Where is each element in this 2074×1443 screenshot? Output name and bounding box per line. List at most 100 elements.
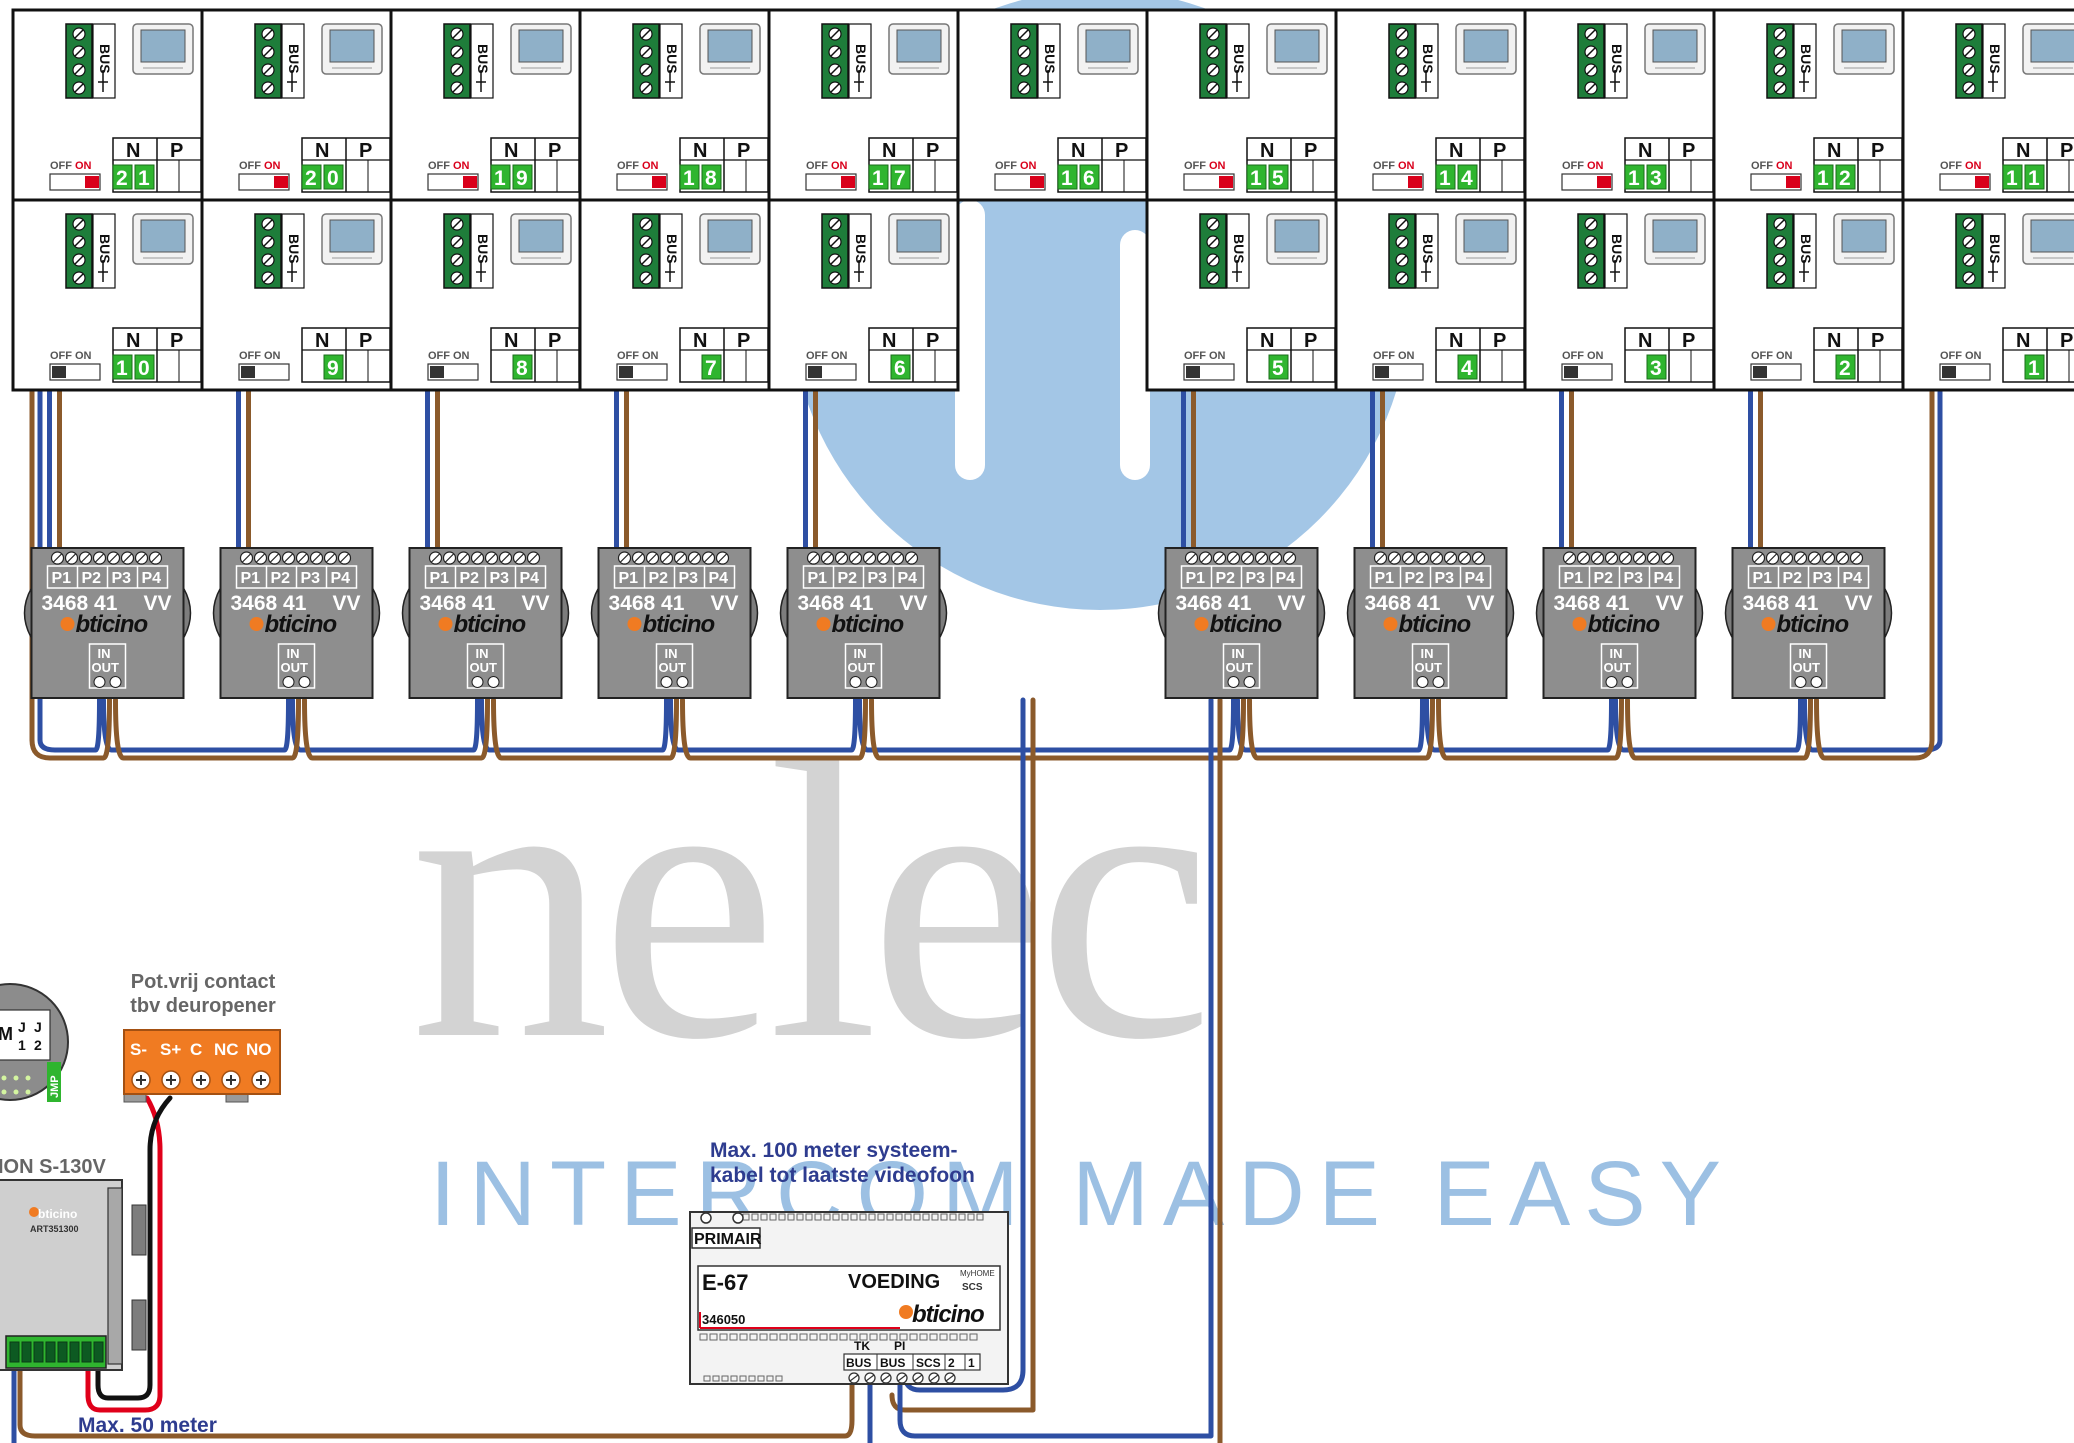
distributor-screw-slot	[1201, 553, 1210, 563]
supply-vent	[748, 1375, 756, 1382]
supply-vent	[787, 1213, 795, 1221]
jumper-1: 1	[18, 1037, 26, 1053]
terminal-screw-slot	[452, 219, 462, 229]
distributor-screw-slot	[1215, 553, 1224, 563]
bus-label: BUS	[664, 44, 680, 74]
wire-trunk-brown-a	[889, 697, 1036, 1413]
supply-vent	[799, 1333, 808, 1341]
distributor-screw-slot	[340, 553, 349, 563]
output-label: BUS	[846, 1356, 871, 1370]
port-label: P2	[82, 570, 102, 587]
distributor-suffix: VV	[522, 592, 550, 615]
address-digit: 7	[705, 357, 717, 380]
monitor-screen	[1274, 219, 1320, 253]
distributor-screw-slot	[256, 553, 265, 563]
monitor-screen	[518, 219, 564, 253]
distributor-side	[371, 585, 381, 641]
bus-label-box	[1982, 213, 2006, 289]
supply-vent	[940, 1213, 948, 1221]
address-digit: 1	[2028, 357, 2040, 380]
address-digit-bg	[1268, 354, 1289, 380]
switch-on-label: ON	[264, 350, 281, 362]
address-digit: 5	[1272, 357, 1284, 380]
in-out-screw	[282, 676, 295, 688]
distributor-screw-slot	[1663, 553, 1672, 563]
distributor-screw-slot	[529, 553, 538, 563]
in-out-box	[1600, 643, 1639, 689]
supply-vent	[931, 1213, 939, 1221]
dip-switch-knob	[1030, 176, 1044, 188]
address-digit: 9	[516, 167, 528, 190]
relay-title: Pot.vrij contact tbv deuropener	[108, 970, 298, 1018]
distributor-screw-slot	[1565, 553, 1574, 563]
switch-off-label: OFF	[1940, 350, 1962, 362]
distributor-screw-slot	[1257, 553, 1266, 563]
port-label: P3	[1624, 570, 1644, 587]
bus-label: BUS	[97, 44, 113, 74]
distributor-model: 3468 41	[1743, 592, 1819, 615]
port-label: P1	[619, 570, 639, 587]
out-label: OUT	[659, 660, 687, 675]
terminal-screw-slot	[641, 29, 651, 39]
terminal-screw-slot	[1397, 237, 1407, 247]
terminal-screw-slot	[1397, 29, 1407, 39]
bus-label-box	[659, 213, 683, 289]
port-label: P3	[1246, 570, 1266, 587]
bus-label: BUS	[853, 234, 869, 264]
watermark-bar-left	[955, 200, 985, 480]
address-digit-bg	[1624, 164, 1645, 190]
terminal-screw-slot	[1208, 65, 1218, 75]
terminal-screw-slot	[452, 47, 462, 57]
bus-label: BUS	[664, 234, 680, 264]
dip-switch-knob	[241, 366, 255, 378]
dip-dot	[13, 1089, 19, 1095]
distributor-screw-slot	[53, 553, 62, 563]
door-station-art: ART351300	[30, 1224, 79, 1234]
terminal-screw-slot	[263, 29, 273, 39]
n-label: N	[126, 330, 140, 352]
terminal-screw-slot	[1964, 65, 1974, 75]
port-label: P2	[1594, 570, 1614, 587]
bus-label-box	[1604, 213, 1628, 289]
switch-off-label: OFF	[1184, 350, 1206, 362]
port-label: P4	[898, 570, 918, 587]
distributor-screw-slot	[1579, 553, 1588, 563]
port-label: P3	[301, 570, 321, 587]
door-station-brand: bticino	[38, 1207, 77, 1221]
bus-label: BUS	[286, 234, 302, 264]
in-out-box	[655, 643, 694, 689]
wire-relay-black	[95, 1095, 173, 1401]
terminal-screw-slot	[263, 273, 273, 283]
port-label: P1	[1753, 570, 1773, 587]
terminal-screw-slot	[1964, 29, 1974, 39]
distributor-screw-slot	[676, 553, 685, 563]
address-digit: 1	[138, 167, 150, 190]
supply-vent	[886, 1213, 894, 1221]
terminal-screw-slot	[1397, 83, 1407, 93]
port-label: P4	[709, 570, 729, 587]
supply-vent	[823, 1213, 831, 1221]
bus-label: BUS	[1798, 44, 1814, 74]
supply-vent	[766, 1375, 774, 1382]
distributor-screw-slot	[1418, 553, 1427, 563]
p-label: P	[170, 140, 183, 162]
distributor-model: 3468 41	[420, 592, 496, 615]
door-station-clip	[131, 1204, 147, 1256]
in-out-screw	[93, 676, 106, 688]
monitor-screen	[1463, 219, 1509, 253]
terminal-screw-slot	[1964, 273, 1974, 283]
terminal-screw-slot	[452, 273, 462, 283]
address-digit: 1	[116, 357, 128, 380]
address-digit-bg	[2024, 164, 2045, 190]
terminal-screw-slot	[830, 255, 840, 265]
terminal-screw-slot	[263, 47, 273, 57]
wire-chain-brown	[29, 687, 1935, 761]
terminal-screw-slot	[1208, 237, 1218, 247]
address-digit: 8	[516, 357, 528, 380]
address-digit-bg	[1435, 164, 1456, 190]
in-out-screw	[109, 676, 122, 688]
